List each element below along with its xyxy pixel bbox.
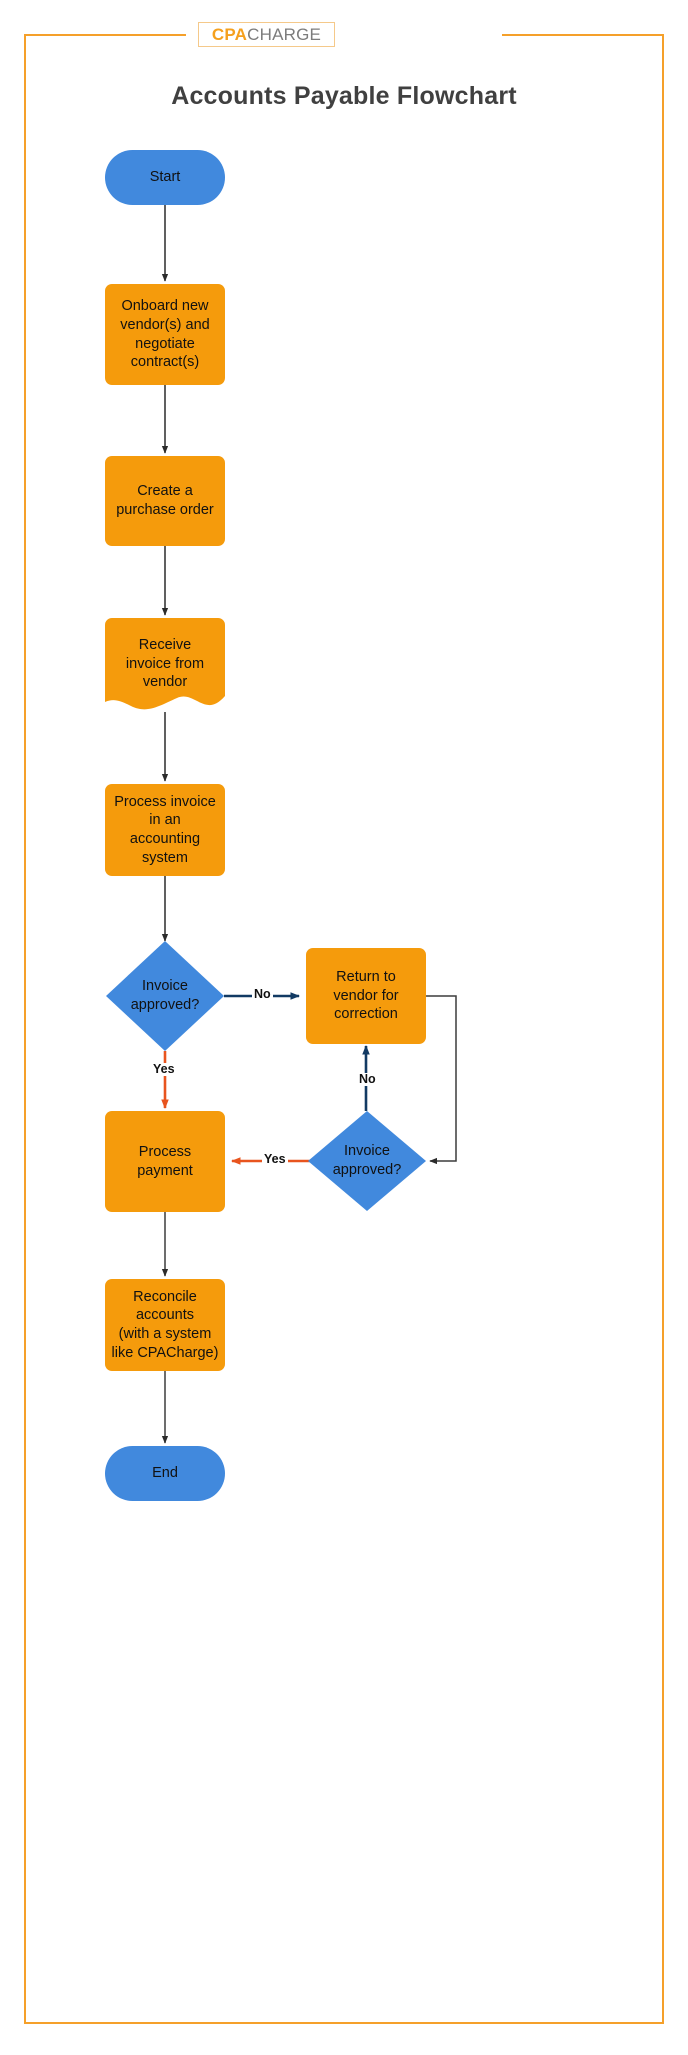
edge-label-yes-left: Yes xyxy=(151,1062,177,1076)
node-process-payment[interactable]: Process payment xyxy=(105,1111,225,1212)
node-invoice-approved-2-label: Invoice approved? xyxy=(332,1143,402,1178)
node-return-to-vendor[interactable]: Return to vendor for correction xyxy=(306,948,426,1044)
logo-text-cpa: CPA xyxy=(211,24,248,44)
node-invoice-approved-2[interactable]: Invoice approved? xyxy=(308,1111,426,1211)
node-receive-invoice-label: Receive invoice from vendor xyxy=(125,637,205,691)
node-receive-invoice[interactable]: Receive invoice from vendor xyxy=(105,618,225,712)
node-create-purchase-order[interactable]: Create a purchase order xyxy=(105,456,225,546)
node-start[interactable]: Start xyxy=(105,150,225,205)
page-title: Accounts Payable Flowchart xyxy=(171,82,517,110)
node-invoice-approved-1-label: Invoice approved? xyxy=(130,978,200,1013)
node-invoice-approved-1[interactable]: Invoice approved? xyxy=(106,941,224,1051)
node-onboard-vendor[interactable]: Onboard new vendor(s) and negotiate cont… xyxy=(105,284,225,385)
node-end[interactable]: End xyxy=(105,1446,225,1501)
edge-label-no-right: No xyxy=(357,1072,378,1086)
node-process-invoice[interactable]: Process invoice in an accounting system xyxy=(105,784,225,876)
node-reconcile-accounts[interactable]: Reconcile accounts (with a system like C… xyxy=(105,1279,225,1371)
logo-text-charge: CHARGE xyxy=(247,24,322,44)
edge-label-no-top: No xyxy=(252,987,273,1001)
edge-label-yes-bottom: Yes xyxy=(262,1152,288,1166)
